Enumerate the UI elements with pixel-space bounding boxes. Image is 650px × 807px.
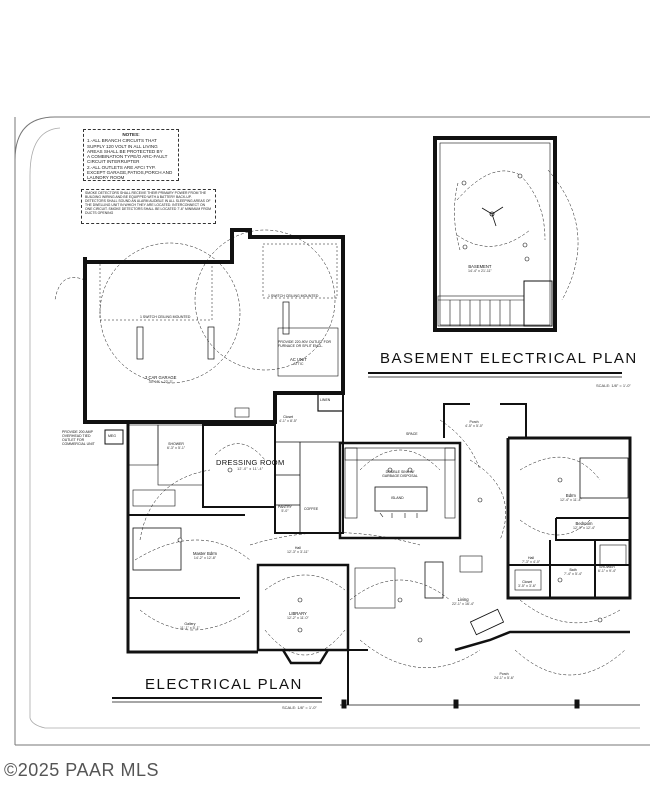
room-bedroom-2: Bedroom 12'-0" x 12'-4" xyxy=(573,521,595,530)
basement-plan-title: BASEMENT ELECTRICAL PLAN xyxy=(380,350,638,367)
garage-light-note-b: 1 SWITCH CEILING MOUNTED xyxy=(268,294,319,298)
room-dim: 14'-4" x 21'-11" xyxy=(468,269,492,273)
room-dim: 4'-5" x 5'-0" xyxy=(465,424,484,428)
room-bedroom-1: Bdrm 12'-4" x 11'-4" xyxy=(560,493,582,502)
mls-watermark: ©2025 PAAR MLS xyxy=(4,760,159,780)
room-dim: 6'-3" x 5'-1" xyxy=(167,446,186,450)
room-name: PANTRY xyxy=(278,505,292,509)
room-dressing: DRESSING ROOM 12'-0" x 11'-4" xyxy=(216,458,285,471)
basement-scale: SCALE: 1/8" = 1'-0" xyxy=(596,383,631,388)
room-closet: Closet 4'-1" x 8'-5" xyxy=(279,415,297,423)
island-label: ISLAND xyxy=(391,496,404,500)
meter-note: PROVIDE 200 AMP OVERHEAD TIED OUTLET FOR… xyxy=(62,430,95,446)
basement-plan xyxy=(433,136,579,332)
room-coffee: COFFEE xyxy=(304,507,319,511)
room-master: Master Bdrm 14'-2" x 12'-8" xyxy=(193,551,217,560)
room-name: LIBRARY xyxy=(288,611,307,616)
room-name: Living xyxy=(457,597,469,602)
room-name: SHOWER xyxy=(168,442,184,446)
room-name: Closet xyxy=(283,415,294,419)
room-name: Hall xyxy=(294,546,301,550)
room-hall-2: Hall 7'-3" x 4'-0" xyxy=(522,556,540,564)
garage-light-note-a: 1 SWITCH CEILING MOUNTED xyxy=(140,315,191,319)
room-dim: 22'-1" x 16'-4" xyxy=(452,602,475,606)
room-ac-unit: AC UNIT ATTIC xyxy=(290,357,307,366)
room-dim: 3'-5" x 3'-6" xyxy=(518,584,537,588)
kitchen-sink-note: DOUBLE SINK W/ GARBAGE DISPOSAL xyxy=(382,470,418,478)
notes-line: 2.-ALL OUTLETS ARE AFCI TYP. xyxy=(87,164,156,170)
room-name: AC UNIT xyxy=(290,357,307,362)
room-sub: ATTIC xyxy=(293,362,304,366)
main-scale: SCALE: 1/8" = 1'-0" xyxy=(282,705,317,710)
notes-line: 1.-ALL BRANCH CIRCUITS THAT xyxy=(87,138,157,144)
room-name: Master Bdrm xyxy=(193,551,217,556)
notes-line: LAUNDRY ROOM xyxy=(87,175,125,181)
room-name: BASEMENT xyxy=(468,264,492,269)
ac-outlet-note: PROVIDE 220-90V OUTLET FOR FURNACE OR SP… xyxy=(278,340,332,348)
room-name: Bedroom xyxy=(575,521,593,526)
room-dim: 24'-1" x 5'-6" xyxy=(494,676,515,680)
notes-line: CIRCUIT INTERRUPTER xyxy=(87,159,140,165)
room-dim: 12'-0" x 12'-4" xyxy=(573,526,596,530)
notes-header: NOTES: xyxy=(122,132,140,137)
room-pantry: PANTRY 5'-0" xyxy=(278,505,292,513)
ceiling-fan-icon xyxy=(481,206,504,227)
sheet-inner-border xyxy=(29,127,640,729)
room-name: Hall xyxy=(528,556,535,560)
room-porch: Porch 24'-1" x 5'-6" xyxy=(494,672,514,680)
room-porch-top: Porch 4'-5" x 5'-0" xyxy=(465,420,483,428)
space-label: SPACE xyxy=(406,432,418,436)
room-dim: 7'-3" x 4'-0" xyxy=(522,560,541,564)
room-shower: SHOWER 6'-3" x 5'-1" xyxy=(167,442,185,450)
room-dim: 14'-2" x 12'-8" xyxy=(193,556,217,560)
notes-line: SUPPLY 120 VOLT IN ALL LIVING xyxy=(87,143,158,149)
room-basement: BASEMENT 14'-4" x 21'-11" xyxy=(468,264,492,273)
room-dim: 7'-4" x 5'-4" xyxy=(564,572,583,576)
room-linen: LINEN xyxy=(320,398,331,402)
room-living: Living 22'-1" x 16'-4" xyxy=(452,597,474,606)
sheet-border xyxy=(14,116,650,746)
room-dim: 12'-0" x 11'-4" xyxy=(237,467,264,471)
notes-line: A COMBINATION TYPE/O ARC-FAULT xyxy=(87,154,168,160)
electrical-plan-title: ELECTRICAL PLAN xyxy=(145,676,303,693)
room-dim: 12'-4" x 11'-4" xyxy=(560,498,582,502)
basement-stairs xyxy=(437,295,525,327)
room-dim: 4'-1" x 8'-5" xyxy=(279,419,298,423)
room-name: Gallery xyxy=(184,622,196,626)
room-library: LIBRARY 12'-2" x 11'-0" xyxy=(287,611,309,620)
room-dim: 35'-10" x 22'-3" xyxy=(148,380,173,384)
notes-line: AREAS SHALL BE PROTECTED BY xyxy=(87,148,163,154)
main-house-plan xyxy=(104,392,640,709)
room-dim: 11'-1" x 5'-1" xyxy=(180,626,200,630)
room-dim: 5'-0" xyxy=(281,509,289,513)
room-dim: 12'-2" x 11'-0" xyxy=(287,616,309,620)
room-bath: Bath 7'-4" x 5'-4" xyxy=(564,568,582,576)
room-garage: 3 CAR GARAGE 35'-10" x 22'-3" xyxy=(145,375,176,384)
room-name: Porch xyxy=(469,420,479,424)
room-closet-2: Closet 3'-5" x 3'-6" xyxy=(518,580,536,588)
room-name: DRESSING ROOM xyxy=(216,458,285,467)
notes-line: EXCEPT GARAGE,PATIOS,PORCH AND xyxy=(87,169,173,175)
electrical-notes-box: NOTES: 1.-ALL BRANCH CIRCUITS THAT SUPPL… xyxy=(83,129,179,181)
room-dim: 12'-3" x 3'-11" xyxy=(287,550,309,554)
room-name: Closet xyxy=(522,580,533,584)
room-name: 3 CAR GARAGE xyxy=(145,375,177,380)
room-shower-2: SHOWER 6'-1" x 9'-4" xyxy=(598,565,616,573)
room-dim: 6'-1" x 9'-4" xyxy=(598,569,617,573)
smoke-detector-note: SMOKE DETECTORS SHALL RECEIVE THEIR PRIM… xyxy=(81,189,216,224)
room-gallery: Gallery 11'-1" x 5'-1" xyxy=(180,622,200,630)
room-name: Bath xyxy=(569,568,577,572)
room-name: Porch xyxy=(499,672,509,676)
room-name: SHOWER xyxy=(599,565,615,569)
meg-label: MEG xyxy=(108,434,116,438)
room-hall: Hall 12'-3" x 3'-11" xyxy=(287,546,309,554)
room-name: Bdrm xyxy=(565,493,576,498)
